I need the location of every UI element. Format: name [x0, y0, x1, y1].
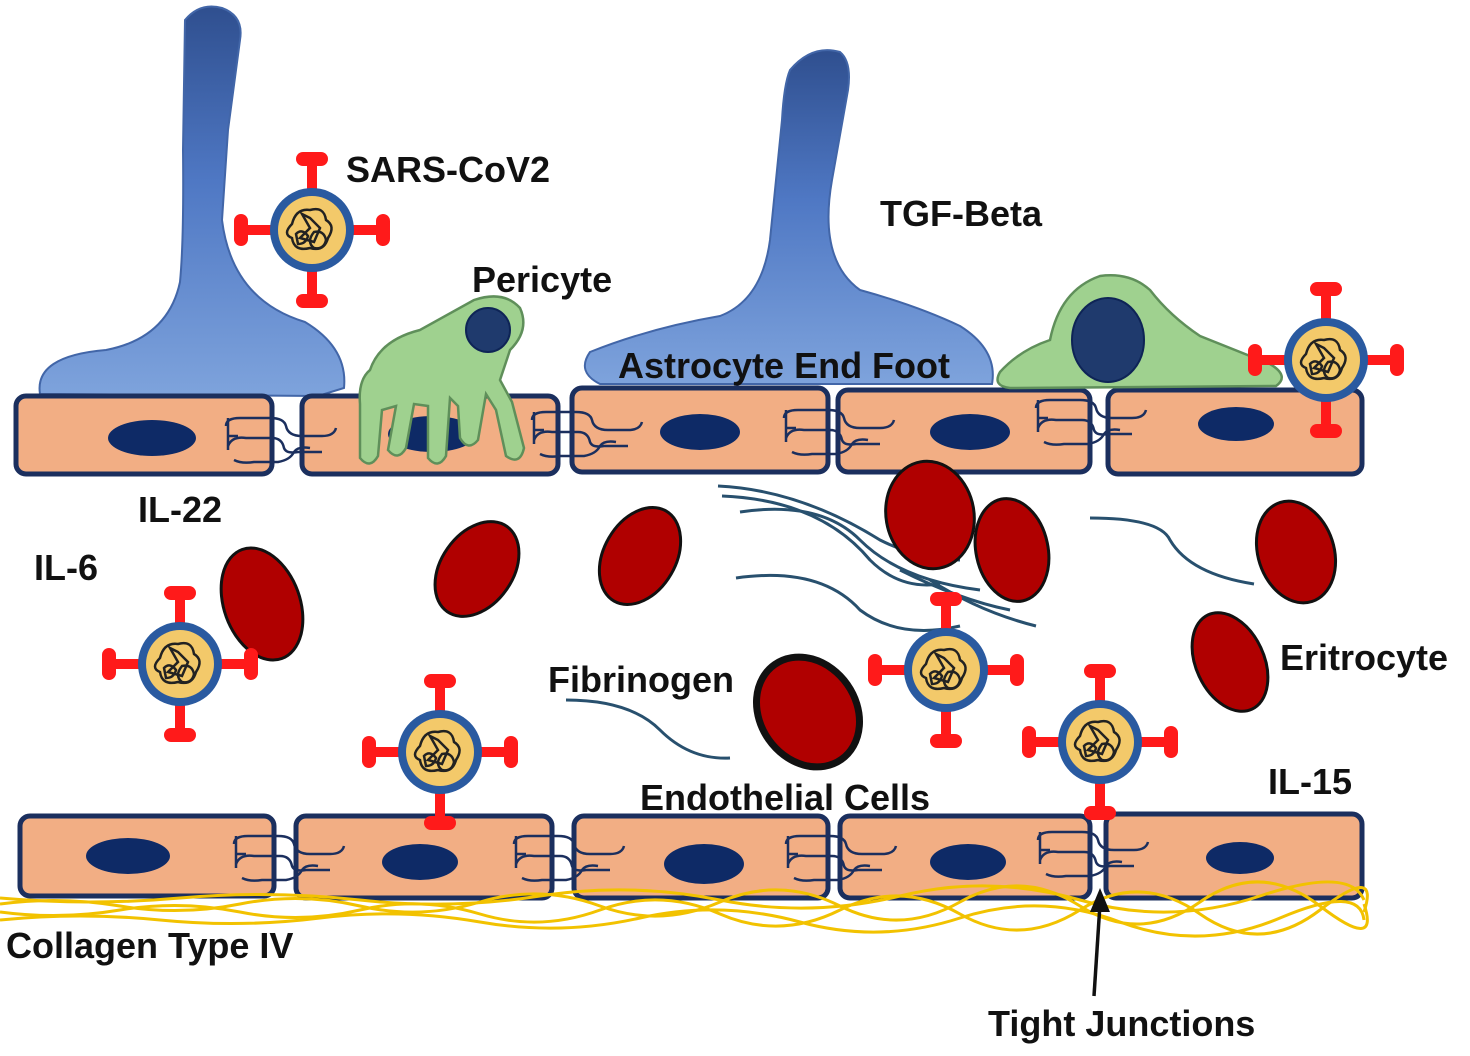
nucleus — [930, 414, 1010, 450]
nucleus — [1198, 407, 1274, 441]
erythrocyte — [1254, 499, 1338, 605]
pericyte-nucleus — [1071, 297, 1145, 383]
label-il-22: IL-22 — [138, 489, 222, 530]
label-endothelial-cells: Endothelial Cells — [640, 777, 930, 818]
erythrocyte — [752, 653, 864, 771]
label-astrocyte-end-foot: Astrocyte End Foot — [618, 345, 950, 386]
erythrocytes — [219, 459, 1338, 771]
virus-particle — [1022, 664, 1178, 820]
nucleus — [108, 420, 196, 456]
nucleus — [930, 844, 1006, 880]
pericyte-nucleus — [465, 307, 511, 353]
nucleus — [664, 844, 744, 884]
label-tight-junctions: Tight Junctions — [988, 1003, 1255, 1044]
endothelial-layer-top — [13, 385, 1365, 477]
endothelial-layer-bottom — [17, 811, 1365, 901]
label-fibrinogen: Fibrinogen — [548, 659, 734, 700]
erythrocyte — [1190, 611, 1270, 713]
collagen-type-iv — [0, 880, 1369, 938]
label-il-15: IL-15 — [1268, 761, 1352, 802]
label-collagen-type-iv: Collagen Type IV — [6, 925, 293, 966]
label-il-6: IL-6 — [34, 547, 98, 588]
erythrocyte — [597, 506, 683, 606]
astrocyte-right — [583, 49, 994, 385]
erythrocyte — [884, 459, 976, 571]
label-pericyte: Pericyte — [472, 259, 612, 300]
label-tgf-beta: TGF-Beta — [880, 193, 1043, 234]
virus-particle — [362, 674, 518, 830]
label-eritrocyte: Eritrocyte — [1280, 637, 1448, 678]
erythrocyte — [433, 520, 521, 618]
nucleus — [1206, 842, 1274, 874]
nucleus — [86, 838, 170, 874]
tight-junctions-arrow — [1090, 888, 1110, 997]
label-sars-cov2: SARS-CoV2 — [346, 149, 550, 190]
erythrocyte — [973, 497, 1051, 603]
erythrocyte — [219, 546, 305, 662]
nucleus — [382, 844, 458, 880]
nucleus — [660, 414, 740, 450]
astrocyte-left — [38, 5, 346, 398]
